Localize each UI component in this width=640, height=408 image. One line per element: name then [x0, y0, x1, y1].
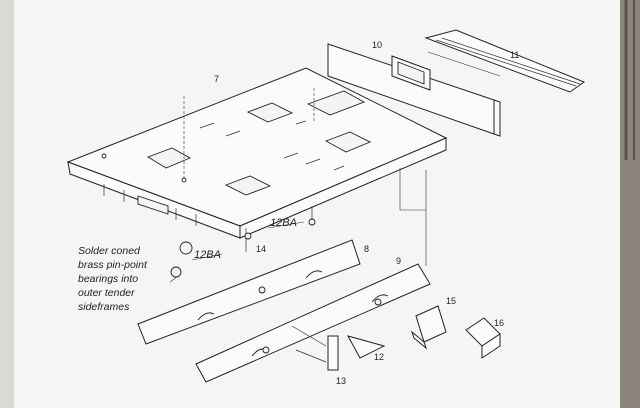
part-label-8: 8 — [364, 244, 369, 254]
part-8-inner-sideframe — [137, 239, 361, 345]
part-label-9: 9 — [396, 256, 401, 266]
part-label-12: 12 — [374, 352, 384, 362]
part-12-triangle-plate — [346, 335, 386, 359]
part-15-bracket — [410, 305, 447, 350]
nut-12ba-lower — [179, 241, 193, 255]
part-label-13: 13 — [336, 376, 346, 386]
assembly-note: Solder coned brass pin-point bearings in… — [78, 245, 148, 313]
note-line: bearings into — [78, 273, 138, 285]
part-label-7: 7 — [214, 74, 219, 84]
track-strip — [620, 0, 640, 408]
note-line: Solder coned — [78, 245, 141, 257]
part-9-outer-sideframe — [195, 263, 431, 383]
screw-label-upper: 12BA — [270, 217, 297, 229]
part-7-floor-plate — [66, 67, 448, 239]
part-13-small-strip — [291, 325, 339, 371]
note-line: outer tender — [78, 287, 135, 299]
part-10-headstock — [327, 43, 501, 137]
part-14-screw — [244, 228, 252, 252]
note-line: sideframes — [78, 301, 130, 313]
part-16-box-fitting — [465, 317, 501, 359]
part-label-10: 10 — [372, 40, 382, 50]
part-label-11: 11 — [510, 50, 519, 60]
part-label-16: 16 — [494, 318, 504, 328]
part-11-buffer-beam — [424, 29, 586, 93]
pin-point-bearing — [170, 266, 182, 278]
note-line: brass pin-point — [78, 259, 148, 271]
part-label-15: 15 — [446, 296, 456, 306]
part-label-14: 14 — [256, 244, 266, 254]
